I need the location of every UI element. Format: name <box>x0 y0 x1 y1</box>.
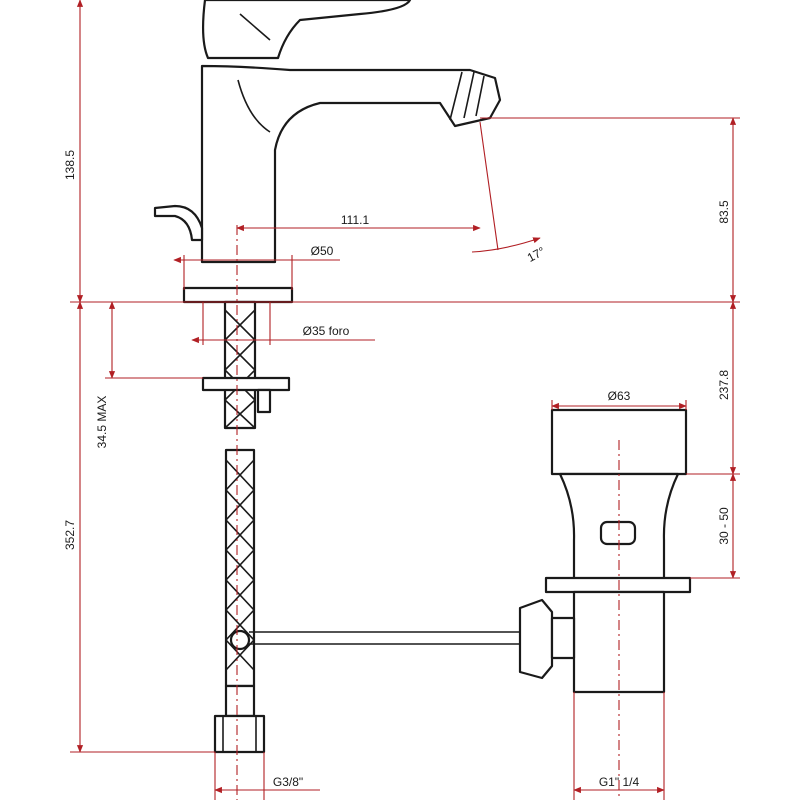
label-tilt-angle: 17° <box>525 244 548 265</box>
label-max-thickness: 34.5 MAX <box>95 396 109 449</box>
mounting-washer <box>201 376 291 392</box>
flexible-hose <box>213 448 266 754</box>
faucet-lever <box>201 0 412 60</box>
faucet-base <box>182 286 294 304</box>
label-hole-diameter: Ø35 foro <box>303 324 350 338</box>
waste-assembly <box>518 408 692 694</box>
label-hose-thread: G3/8" <box>273 775 303 789</box>
label-waste-diameter: Ø63 <box>608 389 631 403</box>
faucet-column <box>200 64 502 264</box>
waste-flange <box>544 576 692 594</box>
label-base-diameter: Ø50 <box>311 244 334 258</box>
popup-rod <box>153 204 204 242</box>
popup-linkage <box>249 631 520 645</box>
label-spout-reach: 111.1 <box>341 213 370 227</box>
label-waste-thread: G1" 1/4 <box>599 775 640 789</box>
label-hose-length: 352.7 <box>63 520 77 550</box>
label-waste-depth: 237.8 <box>717 370 731 400</box>
label-waste-adjust: 30 - 50 <box>717 507 731 545</box>
label-spout-height: 83.5 <box>717 200 731 224</box>
mounting-shank <box>201 300 291 430</box>
pivot-nut <box>518 598 554 680</box>
label-overall-height: 138.5 <box>63 150 77 180</box>
